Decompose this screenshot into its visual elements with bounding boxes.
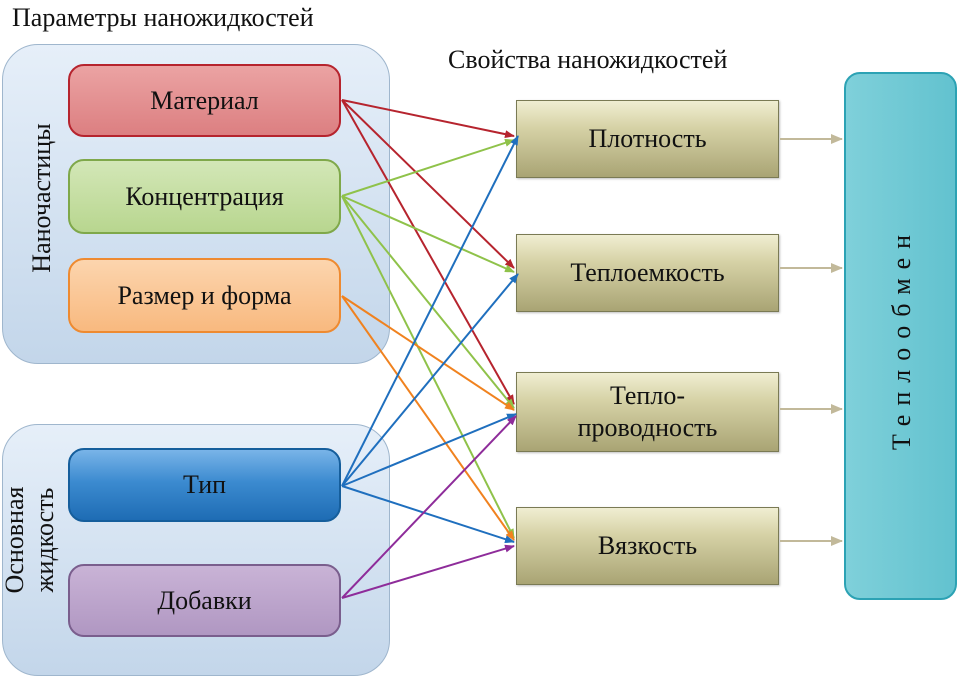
arrow-concentration-thermal-conductivity <box>341 195 515 409</box>
viscosity-box: Вязкость <box>516 507 779 585</box>
arrow-type-thermal-conductivity <box>341 413 517 487</box>
type-box: Тип <box>68 448 341 522</box>
arrow-additives-thermal-conductivity <box>341 415 517 599</box>
arrow-type-heat-capacity <box>341 273 519 487</box>
arrow-material-density <box>341 99 515 139</box>
arrow-concentration-viscosity <box>341 195 515 539</box>
thermal-conductivity-line1: Тепло- <box>610 381 685 410</box>
arrow-material-thermal-conductivity <box>341 99 515 405</box>
concentration-box: Концентрация <box>68 159 341 234</box>
properties-title: Свойства наножидкостей <box>448 45 728 74</box>
arrow-type-density <box>341 135 519 487</box>
thermal-conductivity-box: Тепло- проводность <box>516 372 779 452</box>
size-shape-box: Размер и форма <box>68 258 341 333</box>
arrow-material-heat-capacity <box>341 99 515 269</box>
heat-capacity-box: Теплоемкость <box>516 234 779 312</box>
arrow-type-viscosity <box>341 485 515 544</box>
arrow-size-thermal-conductivity <box>341 295 515 411</box>
material-box: Материал <box>68 64 341 137</box>
arrow-concentration-density <box>341 138 515 197</box>
arrow-concentration-heat-capacity <box>341 195 515 273</box>
heat-transfer-box: Теплообмен <box>844 72 957 600</box>
arrow-additives-viscosity <box>341 544 515 599</box>
density-box: Плотность <box>516 100 779 178</box>
parameters-title: Параметры наножидкостей <box>12 3 314 32</box>
arrow-size-viscosity <box>341 295 515 541</box>
additives-box: Добавки <box>68 564 341 637</box>
thermal-conductivity-line2: проводность <box>577 413 718 442</box>
